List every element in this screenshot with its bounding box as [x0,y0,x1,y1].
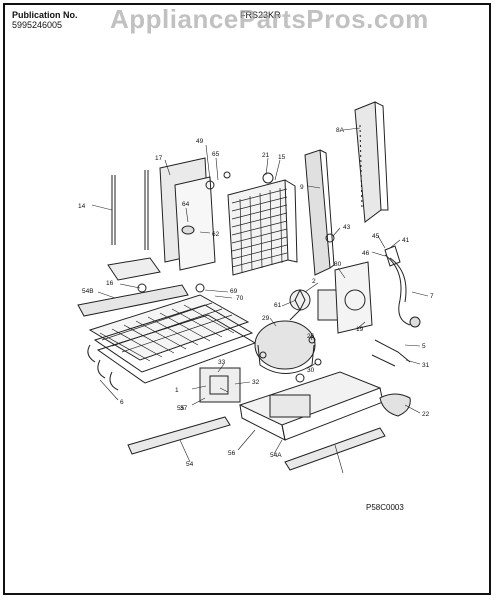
callout-37: 37 [180,405,188,412]
part-bracket-54b [77,284,189,317]
callout-54B: 54B [82,288,94,295]
callout-41: 41 [402,237,410,244]
callout-61: 61 [274,302,282,309]
callout-33: 33 [218,359,226,366]
part-condenser-fan [289,288,341,321]
callout-64: 64 [182,201,190,208]
callout-22: 22 [422,411,430,418]
callout-65: 65 [212,151,220,158]
part-drain-pan [379,393,411,417]
diagram-code: P58C0003 [366,503,404,512]
callout-8A: 8A [336,127,345,134]
callout-55: 55 [177,405,185,412]
callout-5: 5 [422,343,426,350]
part-front-rail-54a [127,416,231,455]
part-relay-overload [199,367,241,403]
part-compressor [254,309,316,374]
publication-number: 5995246005 [12,20,63,30]
part-side-channel [354,101,389,223]
callout-45: 45 [372,233,380,240]
callout-2: 2 [312,278,316,285]
callout-29: 29 [262,315,270,322]
part-base-frame [238,371,384,441]
callout-15: 15 [278,154,286,161]
callout-46: 46 [362,250,370,257]
callout-14: 14 [78,203,86,210]
diagram-frame [3,3,491,595]
model-number: FRS23KR [240,10,281,20]
callout-69: 69 [230,288,238,295]
callout-9: 9 [300,184,304,191]
callout-30: 30 [307,367,315,374]
callout-1: 1 [175,387,179,394]
part-front-rail-54 [284,427,386,471]
callout-56: 56 [228,450,236,457]
callout-16: 16 [106,280,114,287]
callout-6: 6 [120,399,124,406]
publication-label: Publication No. [12,10,78,20]
callout-54: 54 [186,461,194,468]
callout-80: 80 [334,261,342,268]
callout-7: 7 [430,293,434,300]
publication-header: Publication No. 5995246005 [12,10,78,30]
watermark-logo: AppliancePartsPros.com [110,4,429,34]
part-drain-tube [107,170,161,281]
callout-49: 49 [196,138,204,145]
part-center-channel [304,149,335,276]
callout-26: 26 [307,333,315,340]
callout-21: 21 [262,152,270,159]
callout-70: 70 [236,295,244,302]
callout-54A: 54A [270,452,282,459]
part-evaporator-cover [159,157,216,271]
callout-17: 17 [155,155,163,162]
part-fan-bracket [334,261,373,334]
part-tubing [371,254,421,367]
callout-43: 43 [343,224,351,231]
part-evaporator-coil [227,179,298,276]
callout-32: 32 [252,379,260,386]
callout-31: 31 [422,362,430,369]
callout-19: 19 [356,326,364,333]
callout-62: 62 [212,231,220,238]
